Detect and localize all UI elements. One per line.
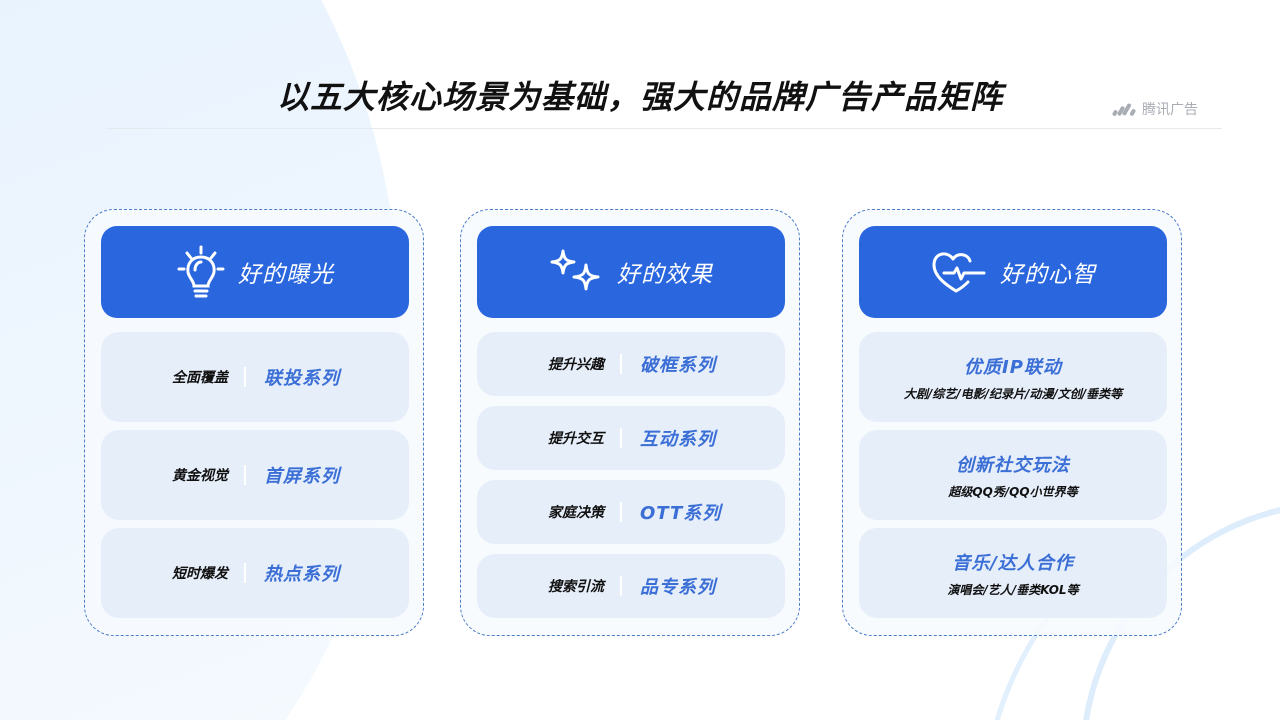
item-description: 大剧/综艺/电影/纪录片/动漫/文创/垂类等 bbox=[903, 386, 1123, 401]
item-list: 提升兴趣 破框系列 提升交互 互动系列 家庭决策 OTT系列 搜索引流 品专系列 bbox=[477, 332, 785, 618]
item-label: 搜索引流 bbox=[548, 579, 604, 595]
list-item: 优质IP联动 大剧/综艺/电影/纪录片/动漫/文创/垂类等 bbox=[859, 332, 1167, 422]
item-label: 提升兴趣 bbox=[548, 357, 604, 373]
item-label: 全面覆盖 bbox=[172, 370, 228, 386]
list-item: 搜索引流 品专系列 bbox=[477, 554, 785, 618]
item-title: 优质IP联动 bbox=[964, 356, 1062, 378]
lightbulb-icon bbox=[176, 244, 226, 300]
list-item: 黄金视觉 首屏系列 bbox=[101, 430, 409, 520]
column-title: 好的效果 bbox=[617, 262, 713, 288]
separator bbox=[244, 563, 246, 583]
item-label: 短时爆发 bbox=[172, 566, 228, 582]
item-description: 超级QQ秀/QQ小世界等 bbox=[948, 484, 1078, 499]
brand-name: 腾讯广告 bbox=[1142, 102, 1198, 118]
item-series: 热点系列 bbox=[264, 564, 340, 585]
item-label: 提升交互 bbox=[548, 431, 604, 447]
list-item: 创新社交玩法 超级QQ秀/QQ小世界等 bbox=[859, 430, 1167, 520]
list-item: 家庭决策 OTT系列 bbox=[477, 480, 785, 544]
column-effect: 好的效果 提升兴趣 破框系列 提升交互 互动系列 家庭决策 OTT系列 搜索引流… bbox=[460, 209, 800, 636]
item-series: 首屏系列 bbox=[264, 466, 340, 487]
item-series: OTT系列 bbox=[640, 503, 722, 524]
separator bbox=[620, 428, 622, 448]
item-series: 互动系列 bbox=[640, 429, 716, 450]
separator bbox=[620, 502, 622, 522]
item-series: 联投系列 bbox=[264, 368, 340, 389]
tencent-ads-logo-icon bbox=[1112, 101, 1138, 117]
item-title: 创新社交玩法 bbox=[956, 454, 1070, 476]
heart-pulse-icon bbox=[930, 249, 988, 295]
column-header: 好的心智 bbox=[859, 226, 1167, 318]
item-label: 黄金视觉 bbox=[172, 468, 228, 484]
item-title: 音乐/达人合作 bbox=[952, 552, 1074, 574]
list-item: 全面覆盖 联投系列 bbox=[101, 332, 409, 422]
sparkles-icon bbox=[549, 248, 605, 296]
list-item: 音乐/达人合作 演唱会/艺人/垂类KOL等 bbox=[859, 528, 1167, 618]
list-item: 短时爆发 热点系列 bbox=[101, 528, 409, 618]
item-label: 家庭决策 bbox=[548, 505, 604, 521]
column-header: 好的效果 bbox=[477, 226, 785, 318]
list-item: 提升交互 互动系列 bbox=[477, 406, 785, 470]
item-series: 破框系列 bbox=[640, 355, 716, 376]
separator bbox=[244, 367, 246, 387]
brand-logo: 腾讯广告 bbox=[1112, 99, 1198, 119]
item-list: 优质IP联动 大剧/综艺/电影/纪录片/动漫/文创/垂类等 创新社交玩法 超级Q… bbox=[859, 332, 1167, 618]
page-title: 以五大核心场景为基础，强大的品牌广告产品矩阵 bbox=[276, 78, 1003, 116]
item-description: 演唱会/艺人/垂类KOL等 bbox=[947, 582, 1079, 597]
separator bbox=[620, 576, 622, 596]
separator bbox=[244, 465, 246, 485]
column-mindshare: 好的心智 优质IP联动 大剧/综艺/电影/纪录片/动漫/文创/垂类等 创新社交玩… bbox=[842, 209, 1182, 636]
column-exposure: 好的曝光 全面覆盖 联投系列 黄金视觉 首屏系列 短时爆发 热点系列 bbox=[84, 209, 424, 636]
column-title: 好的心智 bbox=[1000, 262, 1096, 288]
title-divider bbox=[106, 128, 1222, 129]
item-list: 全面覆盖 联投系列 黄金视觉 首屏系列 短时爆发 热点系列 bbox=[101, 332, 409, 618]
list-item: 提升兴趣 破框系列 bbox=[477, 332, 785, 396]
column-title: 好的曝光 bbox=[238, 262, 334, 288]
item-series: 品专系列 bbox=[640, 577, 716, 598]
separator bbox=[620, 354, 622, 374]
column-header: 好的曝光 bbox=[101, 226, 409, 318]
